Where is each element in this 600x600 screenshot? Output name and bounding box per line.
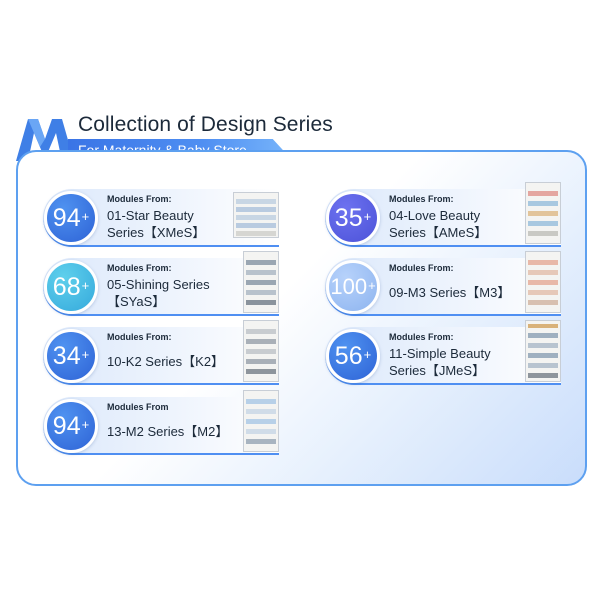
modules-label: Modules From [107,402,169,412]
display-shelf-image [243,390,279,452]
series-name: 13-M2 Series【M2】 [107,424,229,439]
modules-label: Modules From: [107,263,172,273]
modules-label: Modules From: [389,194,454,204]
display-shelf-image [525,320,561,382]
modules-label: Modules From: [107,332,172,342]
display-shelf-image [233,192,279,238]
series-name: 10-K2 Series【K2】 [107,354,225,369]
modules-label: Modules From: [389,332,454,342]
page-title: Collection of Design Series [78,113,333,136]
series-card-shining[interactable]: 68+ Modules From: 05-Shining Series【SYaS… [43,251,279,316]
series-card-love-beauty[interactable]: 35+ Modules From: 04-Love Beauty Series【… [325,182,561,247]
display-shelf-image [243,320,279,382]
module-count-badge: 34+ [44,329,98,383]
series-card-m3[interactable]: 100+ Modules From: 09-M3 Series【M3】 [325,251,561,316]
series-card-simple-beauty[interactable]: 56+ Modules From: 11-Simple Beauty Serie… [325,320,561,385]
module-count-badge: 56+ [326,329,380,383]
display-shelf-image [243,251,279,313]
module-count-badge: 35+ [326,191,380,245]
modules-label: Modules From: [389,263,454,273]
series-name: 05-Shining Series【SYaS】 [107,277,210,309]
modules-label: Modules From: [107,194,172,204]
module-count-badge: 100+ [326,260,380,314]
series-name: 11-Simple Beauty Series【JMeS】 [389,346,491,378]
series-name: 04-Love Beauty Series【AMeS】 [389,208,488,240]
series-card-star-beauty[interactable]: 94+ Modules From: 01-Star Beauty Series【… [43,189,279,247]
module-count-badge: 94+ [44,191,98,245]
module-count-badge: 94+ [44,399,98,453]
display-shelf-image [525,182,561,244]
series-card-k2[interactable]: 34+ Modules From: 10-K2 Series【K2】 [43,320,279,385]
display-shelf-image [525,251,561,313]
series-card-m2[interactable]: 94+ Modules From 13-M2 Series【M2】 [43,390,279,455]
module-count-badge: 68+ [44,260,98,314]
series-name: 01-Star Beauty Series【XMeS】 [107,208,206,240]
series-name: 09-M3 Series【M3】 [389,285,511,300]
brand-logo-icon [16,119,74,161]
